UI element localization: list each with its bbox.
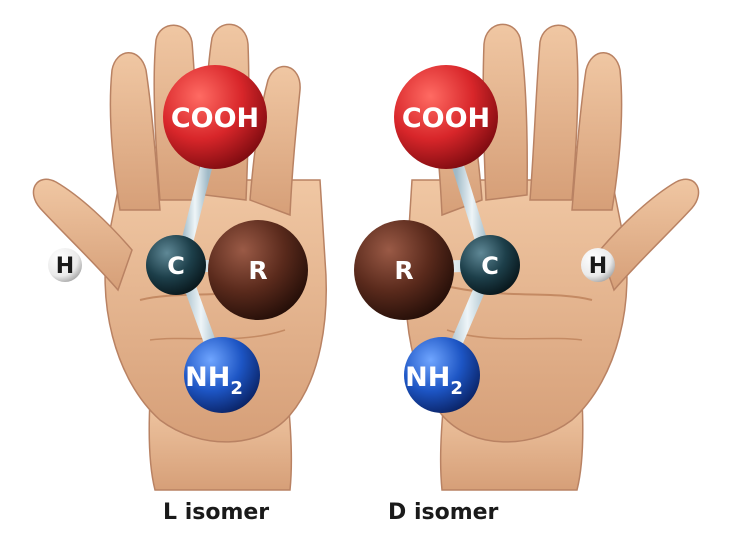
alpha-carbon-label: C [481,252,499,280]
amino-atom [184,337,260,413]
hydrogen-label: H [589,254,607,279]
carboxyl-label: COOH [171,103,259,134]
d-isomer-caption: D isomer [388,500,498,525]
d-isomer-caption-letter: D [388,500,407,525]
alpha-carbon-label: C [167,252,185,280]
d-isomer-group: H COOH R C NH2 [354,23,700,491]
hydrogen-atom [48,248,82,282]
hydrogen-label: H [56,254,74,279]
l-isomer-caption-letter: L [163,500,178,525]
r-group-atom [208,220,308,320]
amino-atom [404,337,480,413]
alpha-carbon-atom [146,235,206,295]
carboxyl-atom [163,65,267,169]
amino-label: NH2 [405,362,463,399]
r-group-atom [354,220,454,320]
l-isomer-caption: L isomer [163,500,269,525]
l-isomer-group: H COOH R C NH2 [32,23,328,491]
l-isomer-caption-word: isomer [184,500,270,525]
carboxyl-atom [394,65,498,169]
alpha-carbon-atom [460,235,520,295]
r-group-label: R [248,256,267,285]
hydrogen-atom [581,248,615,282]
d-isomer-caption-word: isomer [413,500,499,525]
amino-label: NH2 [185,362,243,399]
carboxyl-label: COOH [402,103,490,134]
r-group-label: R [394,256,413,285]
